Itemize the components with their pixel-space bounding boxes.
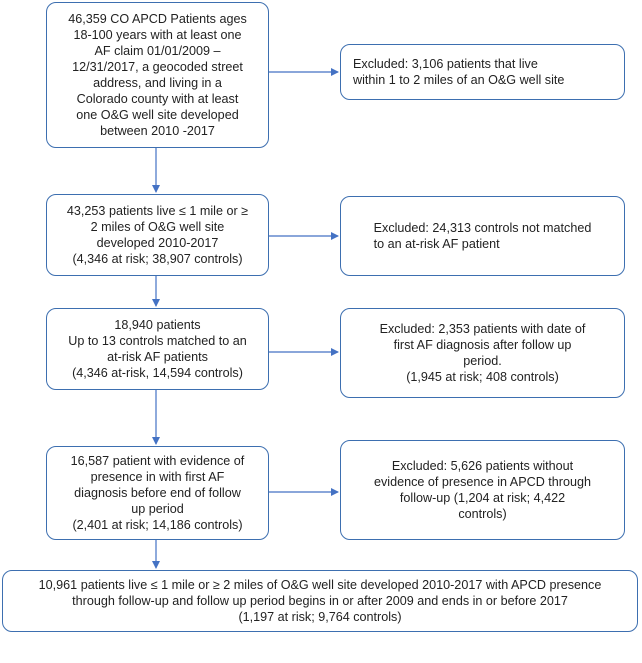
box-excluded-3: Excluded: 2,353 patients with date of fi… <box>340 308 625 398</box>
box-excluded-4-text: Excluded: 5,626 patients without evidenc… <box>373 459 592 521</box>
box-initial-cohort: 46,359 CO APCD Patients ages 18-100 year… <box>46 2 269 148</box>
box-matched-text: 18,940 patients Up to 13 controls matche… <box>68 318 247 380</box>
box-final-cohort: 10,961 patients live ≤ 1 mile or ≥ 2 mil… <box>2 570 638 632</box>
box-initial-cohort-text: 46,359 CO APCD Patients ages 18-100 year… <box>68 12 247 138</box>
box-evidence-presence: 16,587 patient with evidence of presence… <box>46 446 269 540</box>
box-live-distance: 43,253 patients live ≤ 1 mile or ≥ 2 mil… <box>46 194 269 276</box>
box-excluded-2: Excluded: 24,313 controls not matched to… <box>340 196 625 276</box>
box-excluded-2-text: Excluded: 24,313 controls not matched to… <box>373 221 592 251</box>
box-excluded-1-text: Excluded: 3,106 patients that live withi… <box>353 57 565 87</box>
box-excluded-1: Excluded: 3,106 patients that live withi… <box>340 44 625 100</box>
box-matched: 18,940 patients Up to 13 controls matche… <box>46 308 269 390</box>
box-evidence-presence-text: 16,587 patient with evidence of presence… <box>70 454 245 532</box>
box-excluded-3-text: Excluded: 2,353 patients with date of fi… <box>379 322 586 384</box>
box-excluded-4: Excluded: 5,626 patients without evidenc… <box>340 440 625 540</box>
box-live-distance-text: 43,253 patients live ≤ 1 mile or ≥ 2 mil… <box>66 204 249 266</box>
box-final-cohort-text: 10,961 patients live ≤ 1 mile or ≥ 2 mil… <box>38 578 602 624</box>
